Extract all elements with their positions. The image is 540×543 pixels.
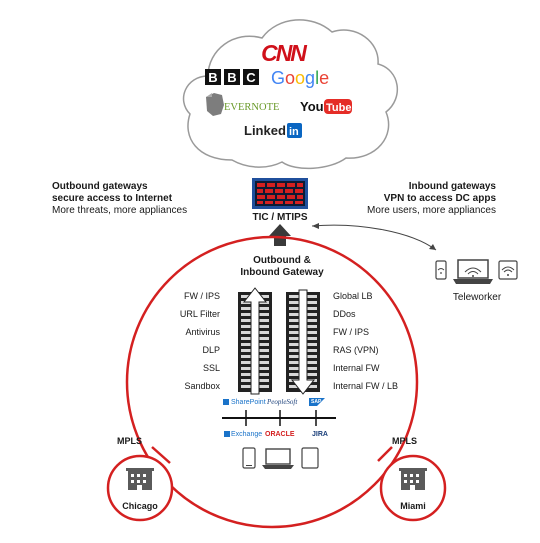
inbound-note-subtitle: More users, more appliances xyxy=(367,205,496,216)
laptop-icon xyxy=(453,259,493,284)
gateway-title-1: Outbound & xyxy=(253,255,311,266)
outbound-note-title-1: Outbound gateways xyxy=(52,181,148,192)
tablet-icon xyxy=(242,447,256,469)
tablet-icon xyxy=(435,260,447,280)
svg-text:C: C xyxy=(246,70,256,85)
gateway-circle xyxy=(125,235,419,529)
branch-name-miami: Miami xyxy=(400,501,426,511)
mpls-link-left xyxy=(151,446,171,464)
service-label: DDos xyxy=(333,309,356,319)
linkedin-logo: Linked in xyxy=(244,123,302,138)
service-label: Antivirus xyxy=(185,327,220,337)
gateway-title-2: Inbound Gateway xyxy=(240,267,324,278)
tic-label: TIC / MTIPS xyxy=(252,212,308,223)
service-label: Sandbox xyxy=(184,381,220,391)
service-label: Internal FW xyxy=(333,363,380,373)
inbound-arrow xyxy=(290,289,316,395)
exchange-label: Exchange xyxy=(231,431,263,438)
outbound-note-subtitle: More threats, more appliances xyxy=(52,205,188,216)
svg-text:Linked: Linked xyxy=(244,123,286,138)
service-label: Global LB xyxy=(333,291,373,301)
svg-text:B: B xyxy=(227,70,236,85)
sap-label: SAP xyxy=(311,399,322,405)
wifi-icon xyxy=(498,260,518,280)
uplink-arrow xyxy=(269,224,291,246)
outbound-note-title-2: secure access to Internet xyxy=(52,193,173,204)
svg-text:B: B xyxy=(208,70,217,85)
evernote-logo: EVERNOTE xyxy=(206,93,279,116)
jira-label: JIRA xyxy=(312,431,328,438)
teleworker-link xyxy=(311,224,437,251)
svg-text:You: You xyxy=(300,99,324,114)
mpls-label-right: MPLS xyxy=(392,436,418,446)
mpls-link-right xyxy=(377,446,393,462)
teleworker-label: Teleworker xyxy=(452,292,502,303)
service-label: FW / IPS xyxy=(333,327,369,337)
svg-text:Tube: Tube xyxy=(326,102,351,114)
outbound-arrow xyxy=(242,287,268,395)
youtube-logo: You Tube xyxy=(300,99,352,114)
exchange-logo xyxy=(224,431,230,437)
svg-text:in: in xyxy=(289,126,299,138)
sharepoint-label: SharePoint xyxy=(231,399,266,406)
cnn-logo: CNN xyxy=(261,40,307,66)
service-label: SSL xyxy=(202,363,220,373)
bbc-logo: B B C xyxy=(205,69,259,85)
peoplesoft-label: PeopleSoft xyxy=(267,398,298,406)
tablet-icon xyxy=(301,447,319,469)
oracle-label: ORACLE xyxy=(265,431,295,438)
service-label: DLP xyxy=(202,345,220,355)
svg-text:EVERNOTE: EVERNOTE xyxy=(224,102,279,113)
inbound-note-title-2: VPN to access DC apps xyxy=(383,193,496,204)
mpls-label-left: MPLS xyxy=(117,436,143,446)
service-label: URL Filter xyxy=(179,309,220,319)
sharepoint-logo xyxy=(223,399,229,405)
inbound-note-title-1: Inbound gateways xyxy=(408,181,496,192)
firewall-icon xyxy=(252,178,308,209)
service-label: FW / IPS xyxy=(184,291,220,301)
google-logo: Google xyxy=(271,68,329,88)
service-label: Internal FW / LB xyxy=(333,381,399,391)
cloud-icon xyxy=(182,19,399,170)
sap-logo xyxy=(309,398,325,406)
service-label: RAS (VPN) xyxy=(333,345,379,355)
laptop-icon xyxy=(262,448,294,469)
branch-name-chicago: Chicago xyxy=(122,501,158,511)
